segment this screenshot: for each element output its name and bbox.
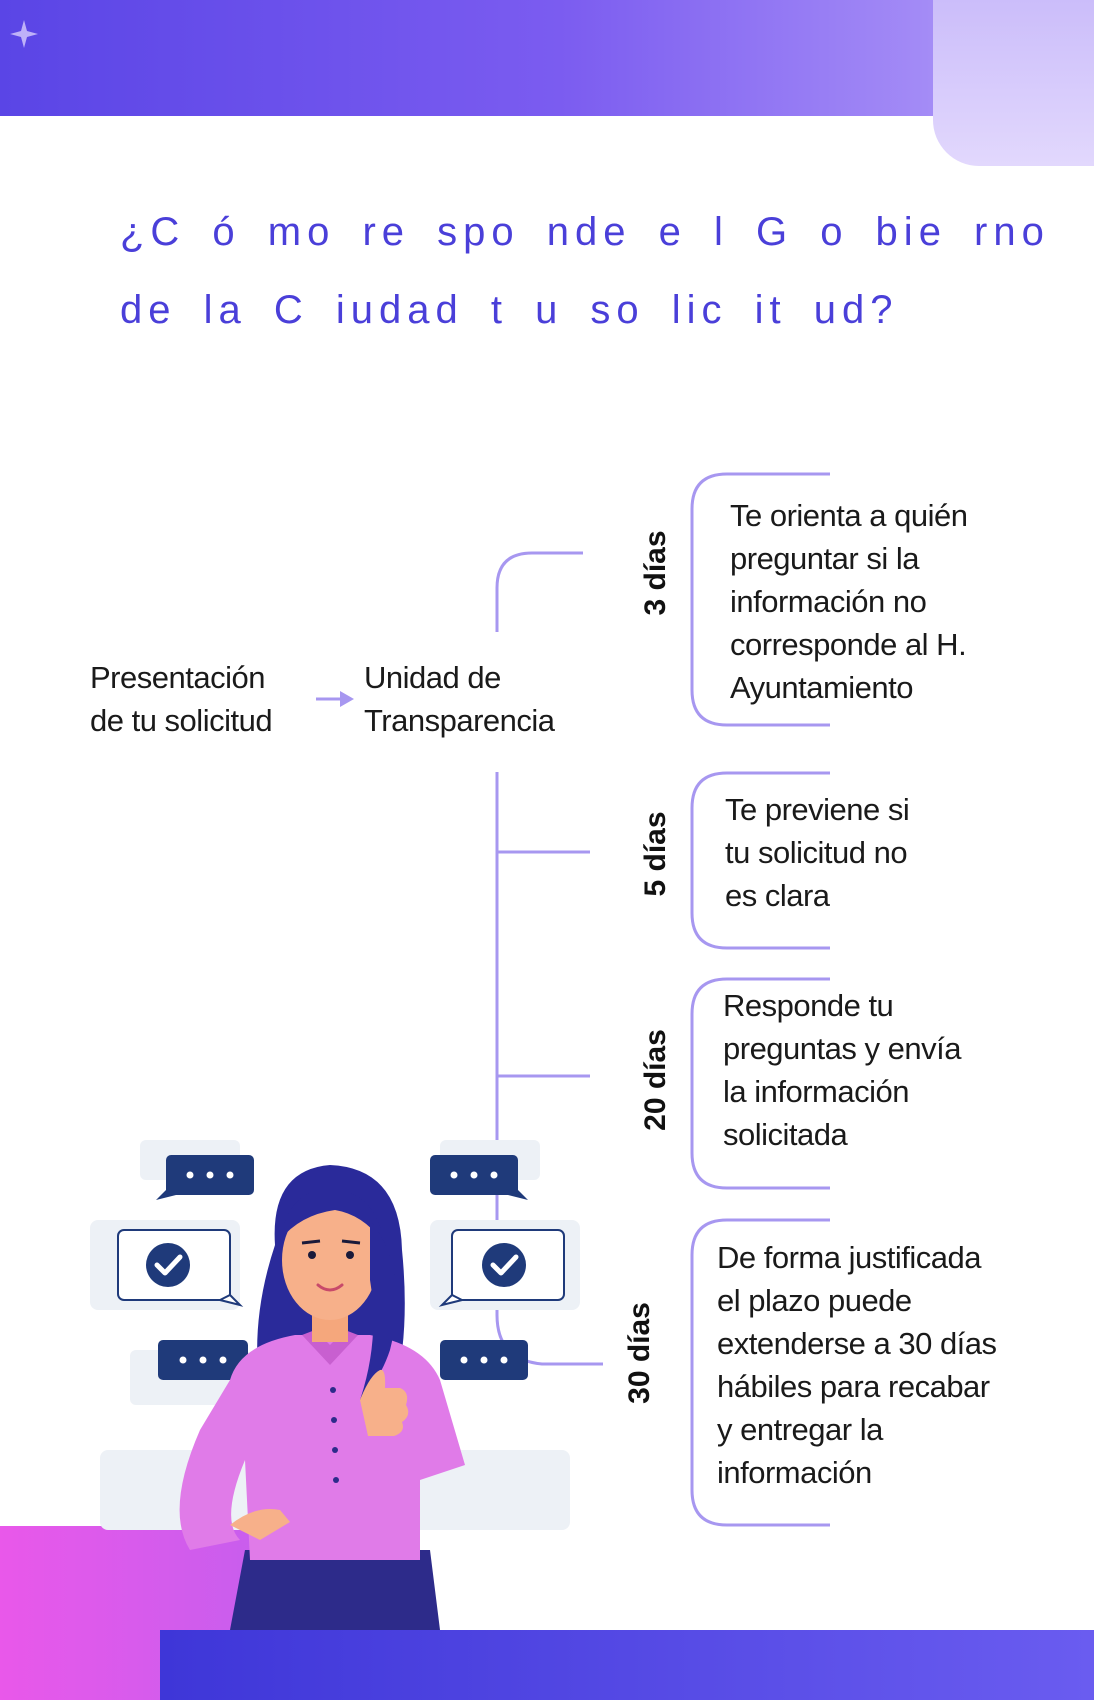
step-4-description: De forma justificada el plazo puede exte… [717,1236,997,1494]
step-text-line: De forma justificada [717,1240,981,1275]
step-text-line: preguntar si la [730,541,919,576]
step-text-line: solicitada [723,1117,848,1152]
step-text-line: la información [723,1074,909,1109]
woman-figure [179,1165,465,1630]
check-bubble-icon [117,1229,244,1307]
check-bubble-icon [438,1229,565,1307]
flow-start-line: de tu solicitud [90,703,273,738]
step-text-line: información [717,1455,872,1490]
step-text-line: información no [730,584,927,619]
bracket-step-1 [690,472,830,727]
days-label-step-2: 5 días [639,811,672,897]
step-text-line: preguntas y envía [723,1031,961,1066]
chat-bubble-icon [156,1155,254,1200]
step-text-line: corresponde al H. [730,627,967,662]
step-text-line: hábiles para recabar [717,1369,990,1404]
days-label-step-3: 20 días [639,1029,672,1131]
chat-bubble-icon [158,1340,248,1380]
step-text-line: Te previene si [725,792,910,827]
step-1-description: Te orienta a quién preguntar si la infor… [730,494,968,709]
flow-unit-label: Unidad de Transparencia [364,656,555,742]
step-text-line: extenderse a 30 días [717,1326,997,1361]
step-2-description: Te previene si tu solicitud no es clara [725,788,910,917]
step-text-line: y entregar la [717,1412,883,1447]
days-label-step-1: 3 días [639,530,672,616]
flow-start-line: Presentación [90,660,265,695]
step-text-line: Ayuntamiento [730,670,914,705]
flow-unit-line: Unidad de [364,660,501,695]
page-title-line-1: ¿C ó mo re spo nde e l G o bie rno [120,210,1050,254]
page-title-line-2: de la C iudad t u so lic it ud? [120,288,899,332]
arrow-icon [316,691,354,707]
chat-bubble-icon [430,1155,528,1200]
days-label-step-4: 30 días [623,1302,656,1404]
trunk-top-branch [495,551,583,632]
bottom-blue-decoration [160,1630,1094,1700]
top-banner [0,0,933,116]
bracket-step-4 [690,1218,830,1527]
flow-start-label: Presentación de tu solicitud [90,656,273,742]
top-corner-decoration [933,0,1094,166]
step-text-line: es clara [725,878,830,913]
sparkle-icon [10,20,38,48]
step-text-line: Responde tu [723,988,894,1023]
bracket-step-3 [690,977,830,1190]
step-text-line: Te orienta a quién [730,498,968,533]
step-text-line: el plazo puede [717,1283,912,1318]
flow-unit-line: Transparencia [364,703,555,738]
woman-thumbs-up-illustration [90,1140,580,1630]
bracket-step-2 [690,771,830,950]
chat-bubble-icon [440,1340,528,1380]
step-text-line: tu solicitud no [725,835,908,870]
step-3-description: Responde tu preguntas y envía la informa… [723,984,961,1156]
